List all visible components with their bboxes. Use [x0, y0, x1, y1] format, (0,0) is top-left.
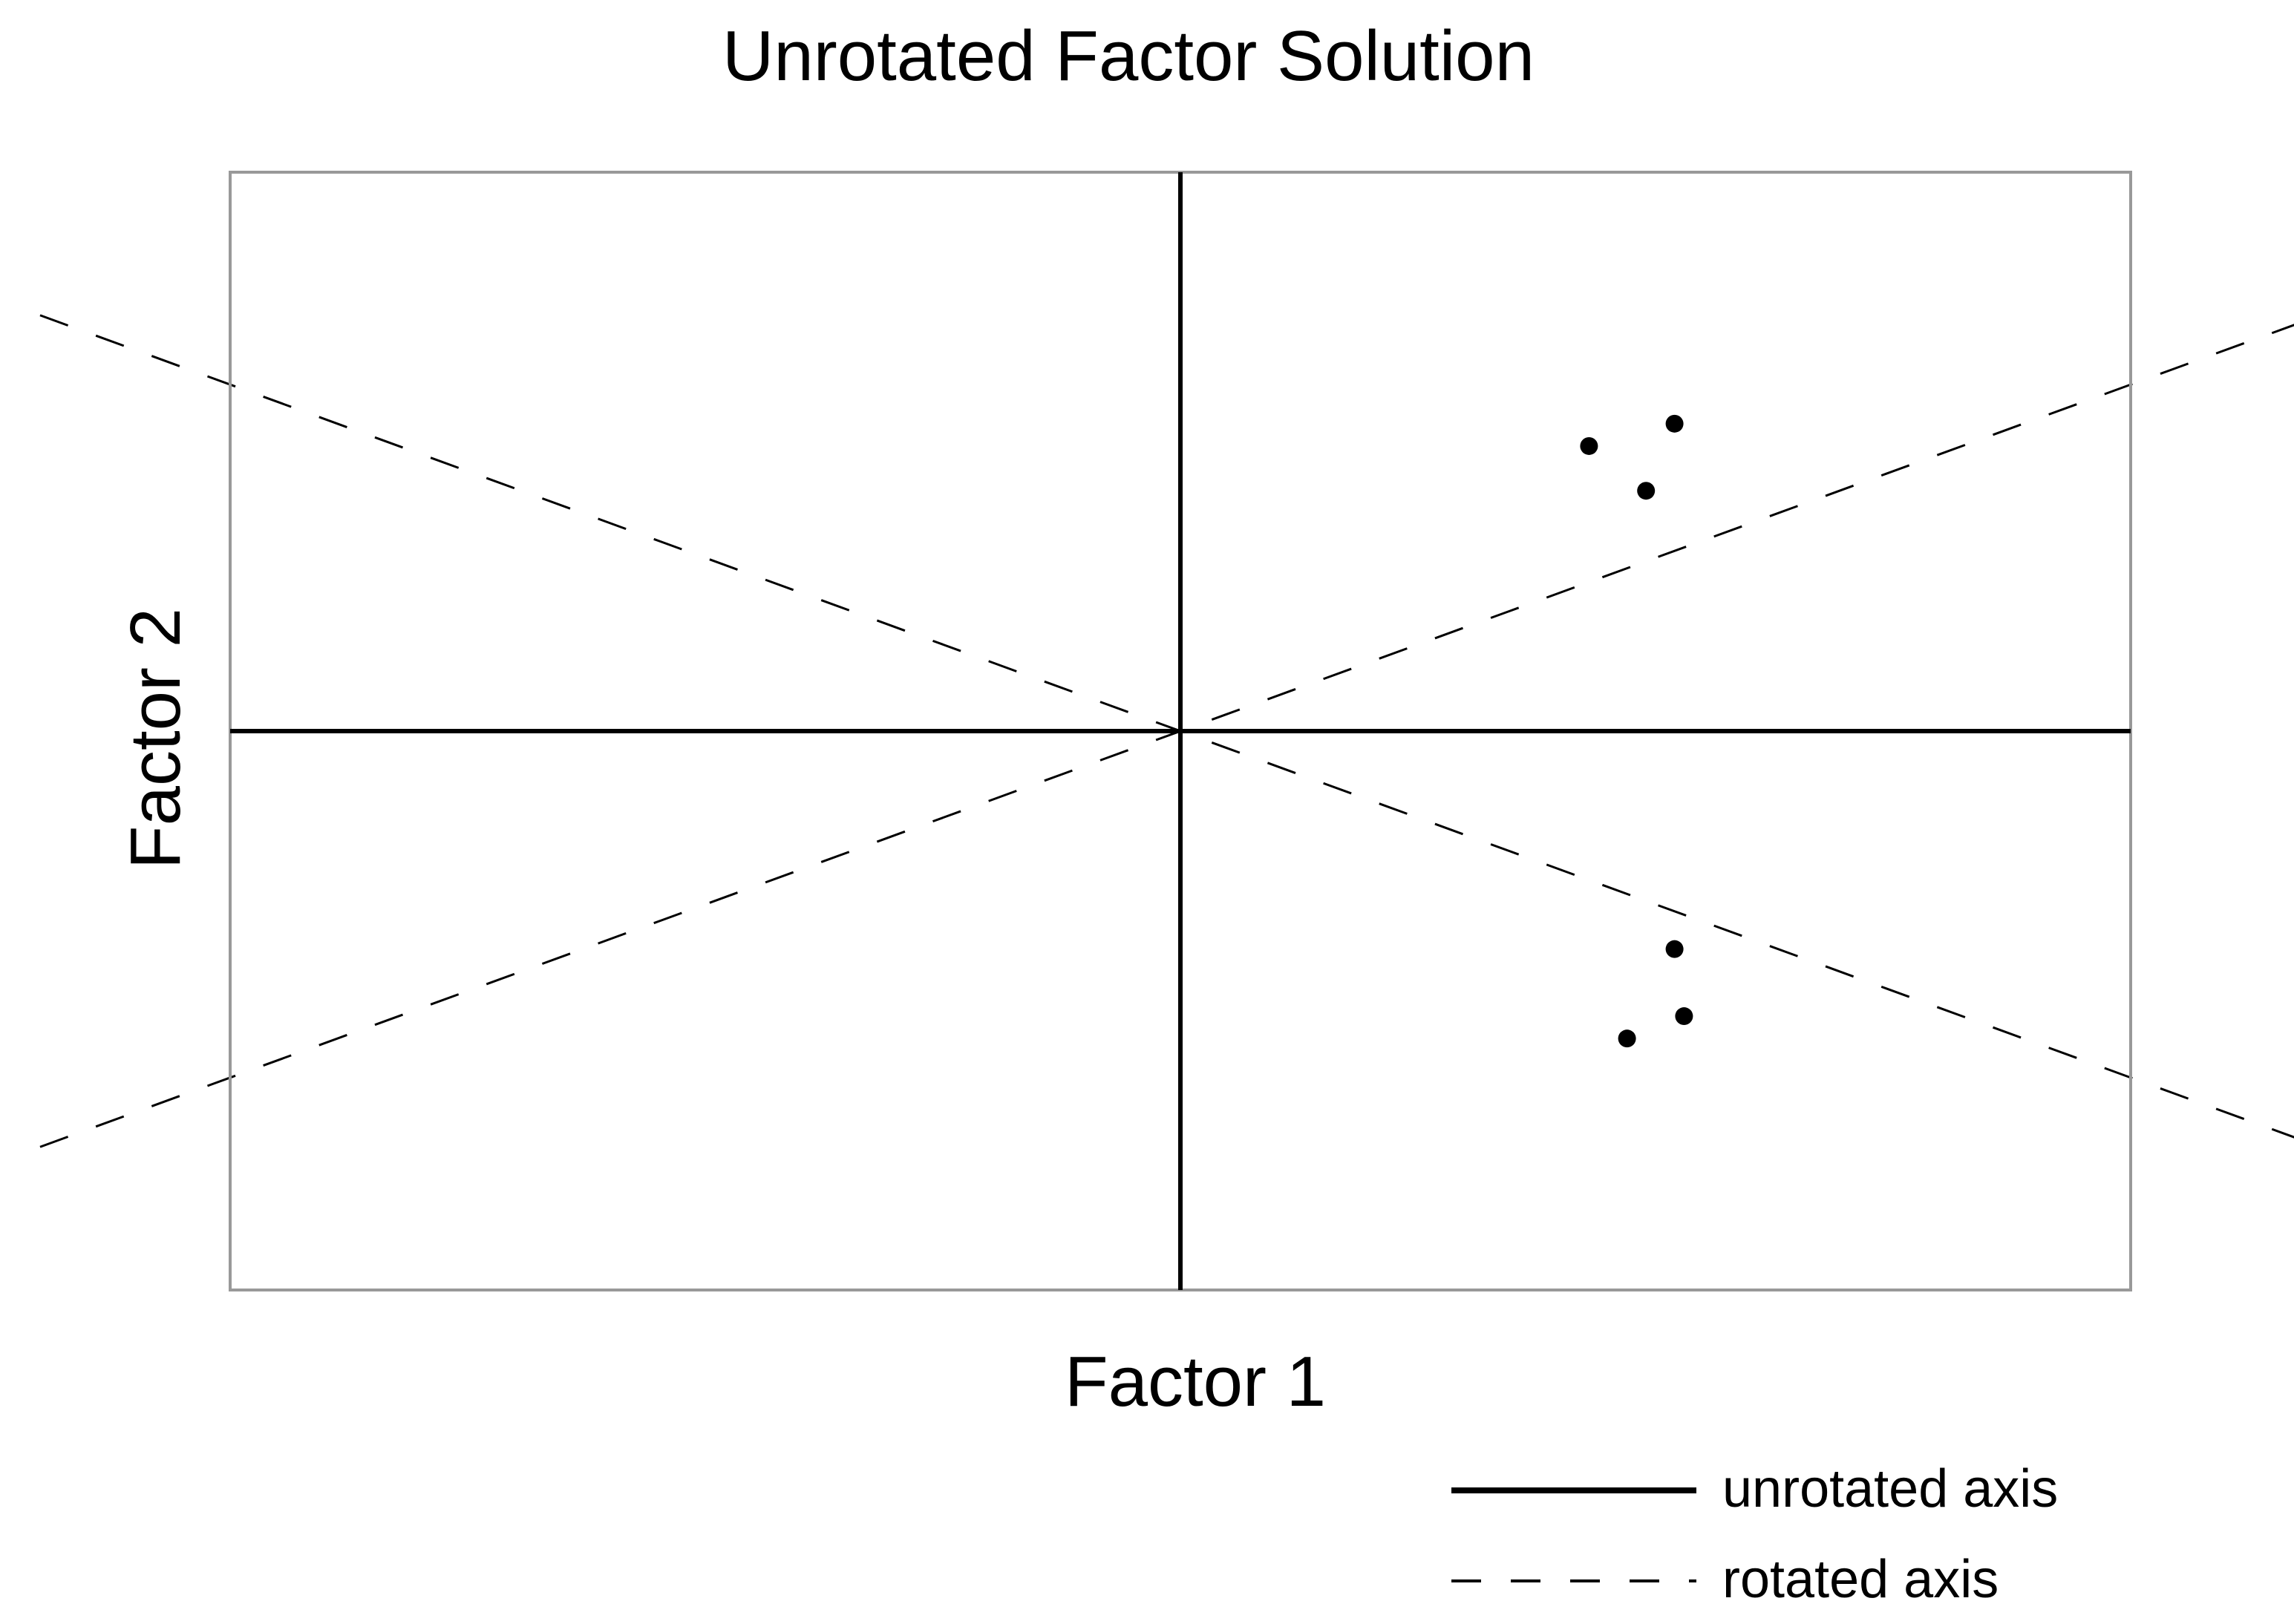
x-axis-label: Factor 1 — [1065, 1342, 1326, 1421]
y-axis-label: Factor 2 — [116, 608, 195, 869]
data-point-6 — [1618, 1029, 1636, 1048]
legend-unrotated-label: unrotated axis — [1722, 1459, 2058, 1519]
chart-title: Unrotated Factor Solution — [722, 16, 1535, 96]
unrotated-axes-layer — [230, 172, 2131, 1290]
legend: unrotated axis rotated axis — [1451, 1459, 2058, 1609]
data-point-1 — [1580, 436, 1598, 455]
data-point-4 — [1665, 940, 1684, 958]
points-layer — [1580, 414, 1693, 1048]
data-point-2 — [1665, 414, 1684, 433]
data-point-3 — [1637, 482, 1656, 500]
legend-rotated-label: rotated axis — [1722, 1550, 1999, 1609]
data-point-5 — [1675, 1007, 1693, 1026]
